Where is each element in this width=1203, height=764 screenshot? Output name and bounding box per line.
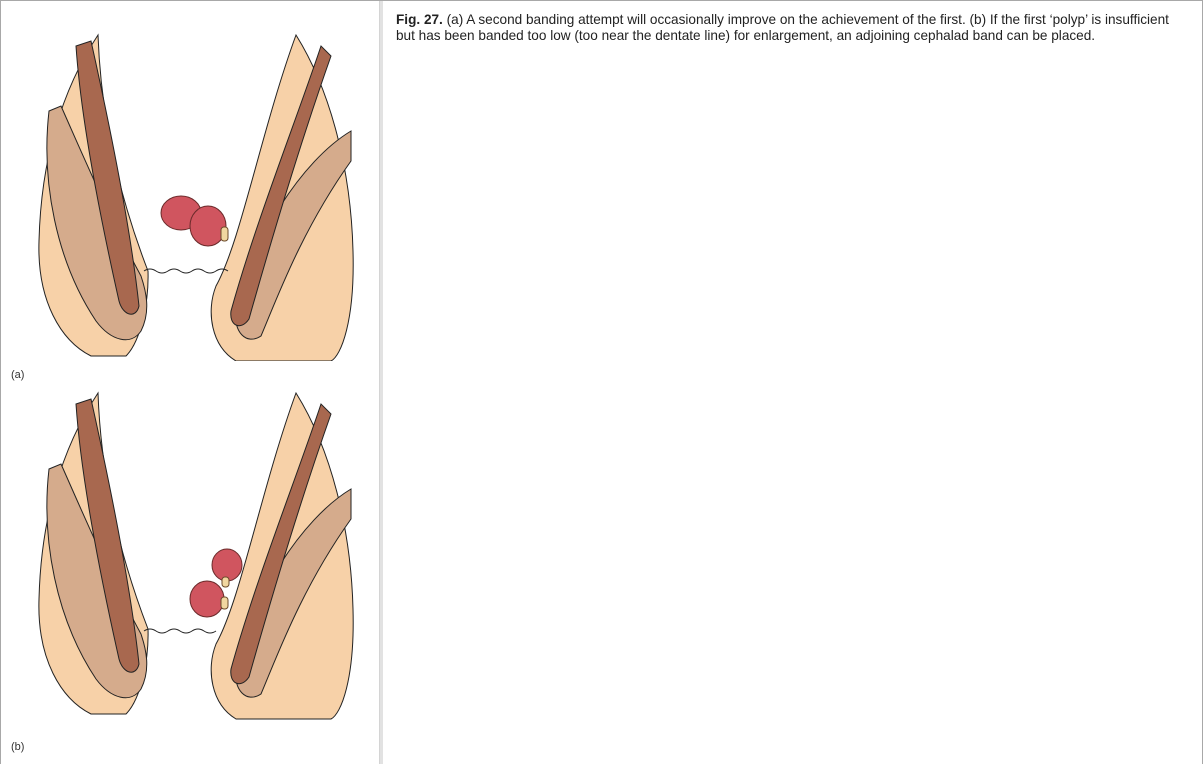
dentate-line-b [144,629,216,633]
figure-caption: Fig. 27. (a) A second banding attempt wi… [396,12,1186,43]
right-wall-a [211,35,353,361]
figure-number: Fig. 27. [396,12,443,27]
left-wall-b [39,393,148,714]
anatomy-illustration-b [1,359,379,739]
dentate-line-a [144,269,228,273]
figure-panel: (a) (b) [1,1,379,763]
left-wall-a [39,35,148,356]
anatomy-illustration-a [1,1,379,361]
panel-b-label: (b) [11,741,24,753]
polyp-pair-a [161,196,228,246]
caption-text: (a) A second banding attempt will occasi… [396,12,1169,43]
column-divider [379,1,383,764]
